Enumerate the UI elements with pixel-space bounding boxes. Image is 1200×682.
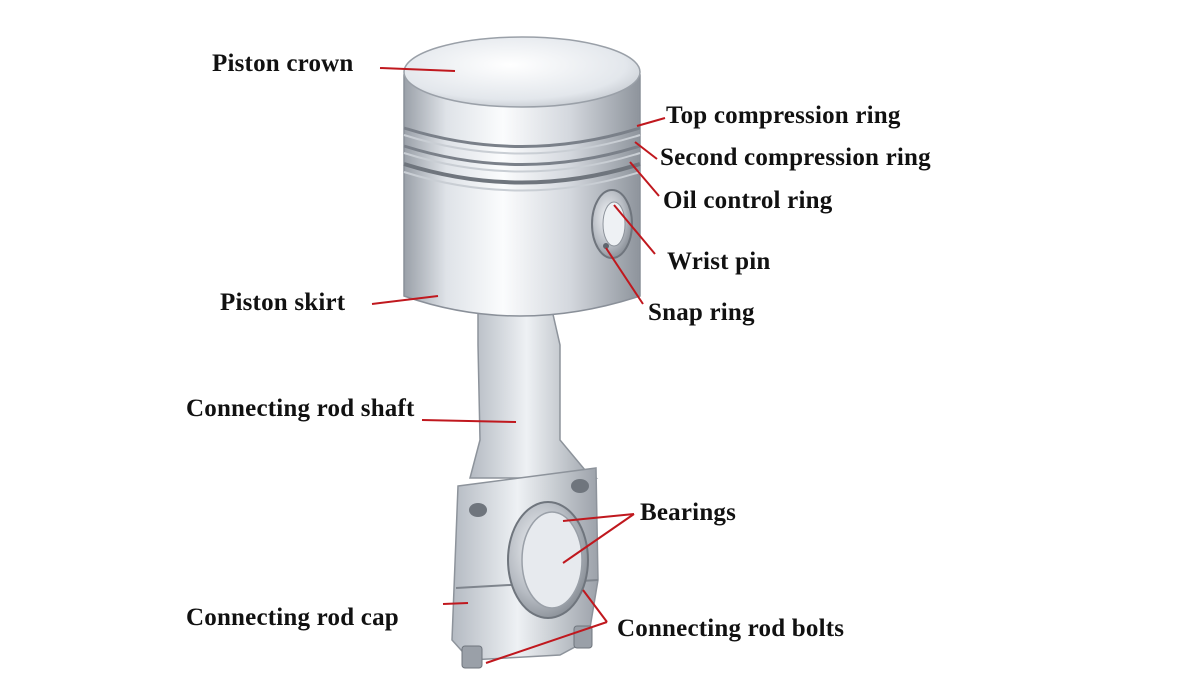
label-connecting-rod-shaft: Connecting rod shaft: [186, 395, 415, 422]
label-piston-crown: Piston crown: [212, 50, 354, 77]
label-top-compression-ring: Top compression ring: [666, 102, 901, 129]
label-oil-control-ring: Oil control ring: [663, 187, 833, 214]
label-connecting-rod-cap: Connecting rod cap: [186, 604, 399, 631]
piston-body-shape: [403, 36, 641, 317]
connecting-rod-big-end-shape: [451, 467, 599, 669]
leader-piston-crown: [379, 67, 456, 72]
leader-lines: [371, 67, 666, 664]
connecting-rod-shaft-shape: [469, 309, 599, 479]
leader-bearings-lower: [562, 513, 635, 564]
leader-bearings-upper: [562, 513, 635, 522]
label-bearings: Bearings: [640, 499, 737, 526]
leader-connecting-rod-bolts-lower: [485, 621, 608, 664]
label-wrist-pin: Wrist pin: [667, 248, 771, 275]
leader-connecting-rod-shaft: [421, 419, 517, 423]
leader-wrist-pin: [613, 204, 656, 255]
label-second-compression-ring: Second compression ring: [660, 144, 931, 171]
leader-snap-ring: [605, 247, 644, 305]
leader-connecting-rod-cap: [442, 602, 469, 605]
leader-piston-skirt: [371, 295, 439, 305]
leader-top-compression-ring: [636, 117, 666, 127]
label-piston-skirt: Piston skirt: [220, 289, 346, 316]
label-connecting-rod-bolts: Connecting rod bolts: [617, 615, 845, 642]
leader-oil-control-ring: [629, 161, 660, 197]
leader-connecting-rod-bolts-upper: [582, 589, 608, 623]
label-snap-ring: Snap ring: [648, 299, 755, 326]
leader-second-compression-ring: [634, 141, 658, 160]
